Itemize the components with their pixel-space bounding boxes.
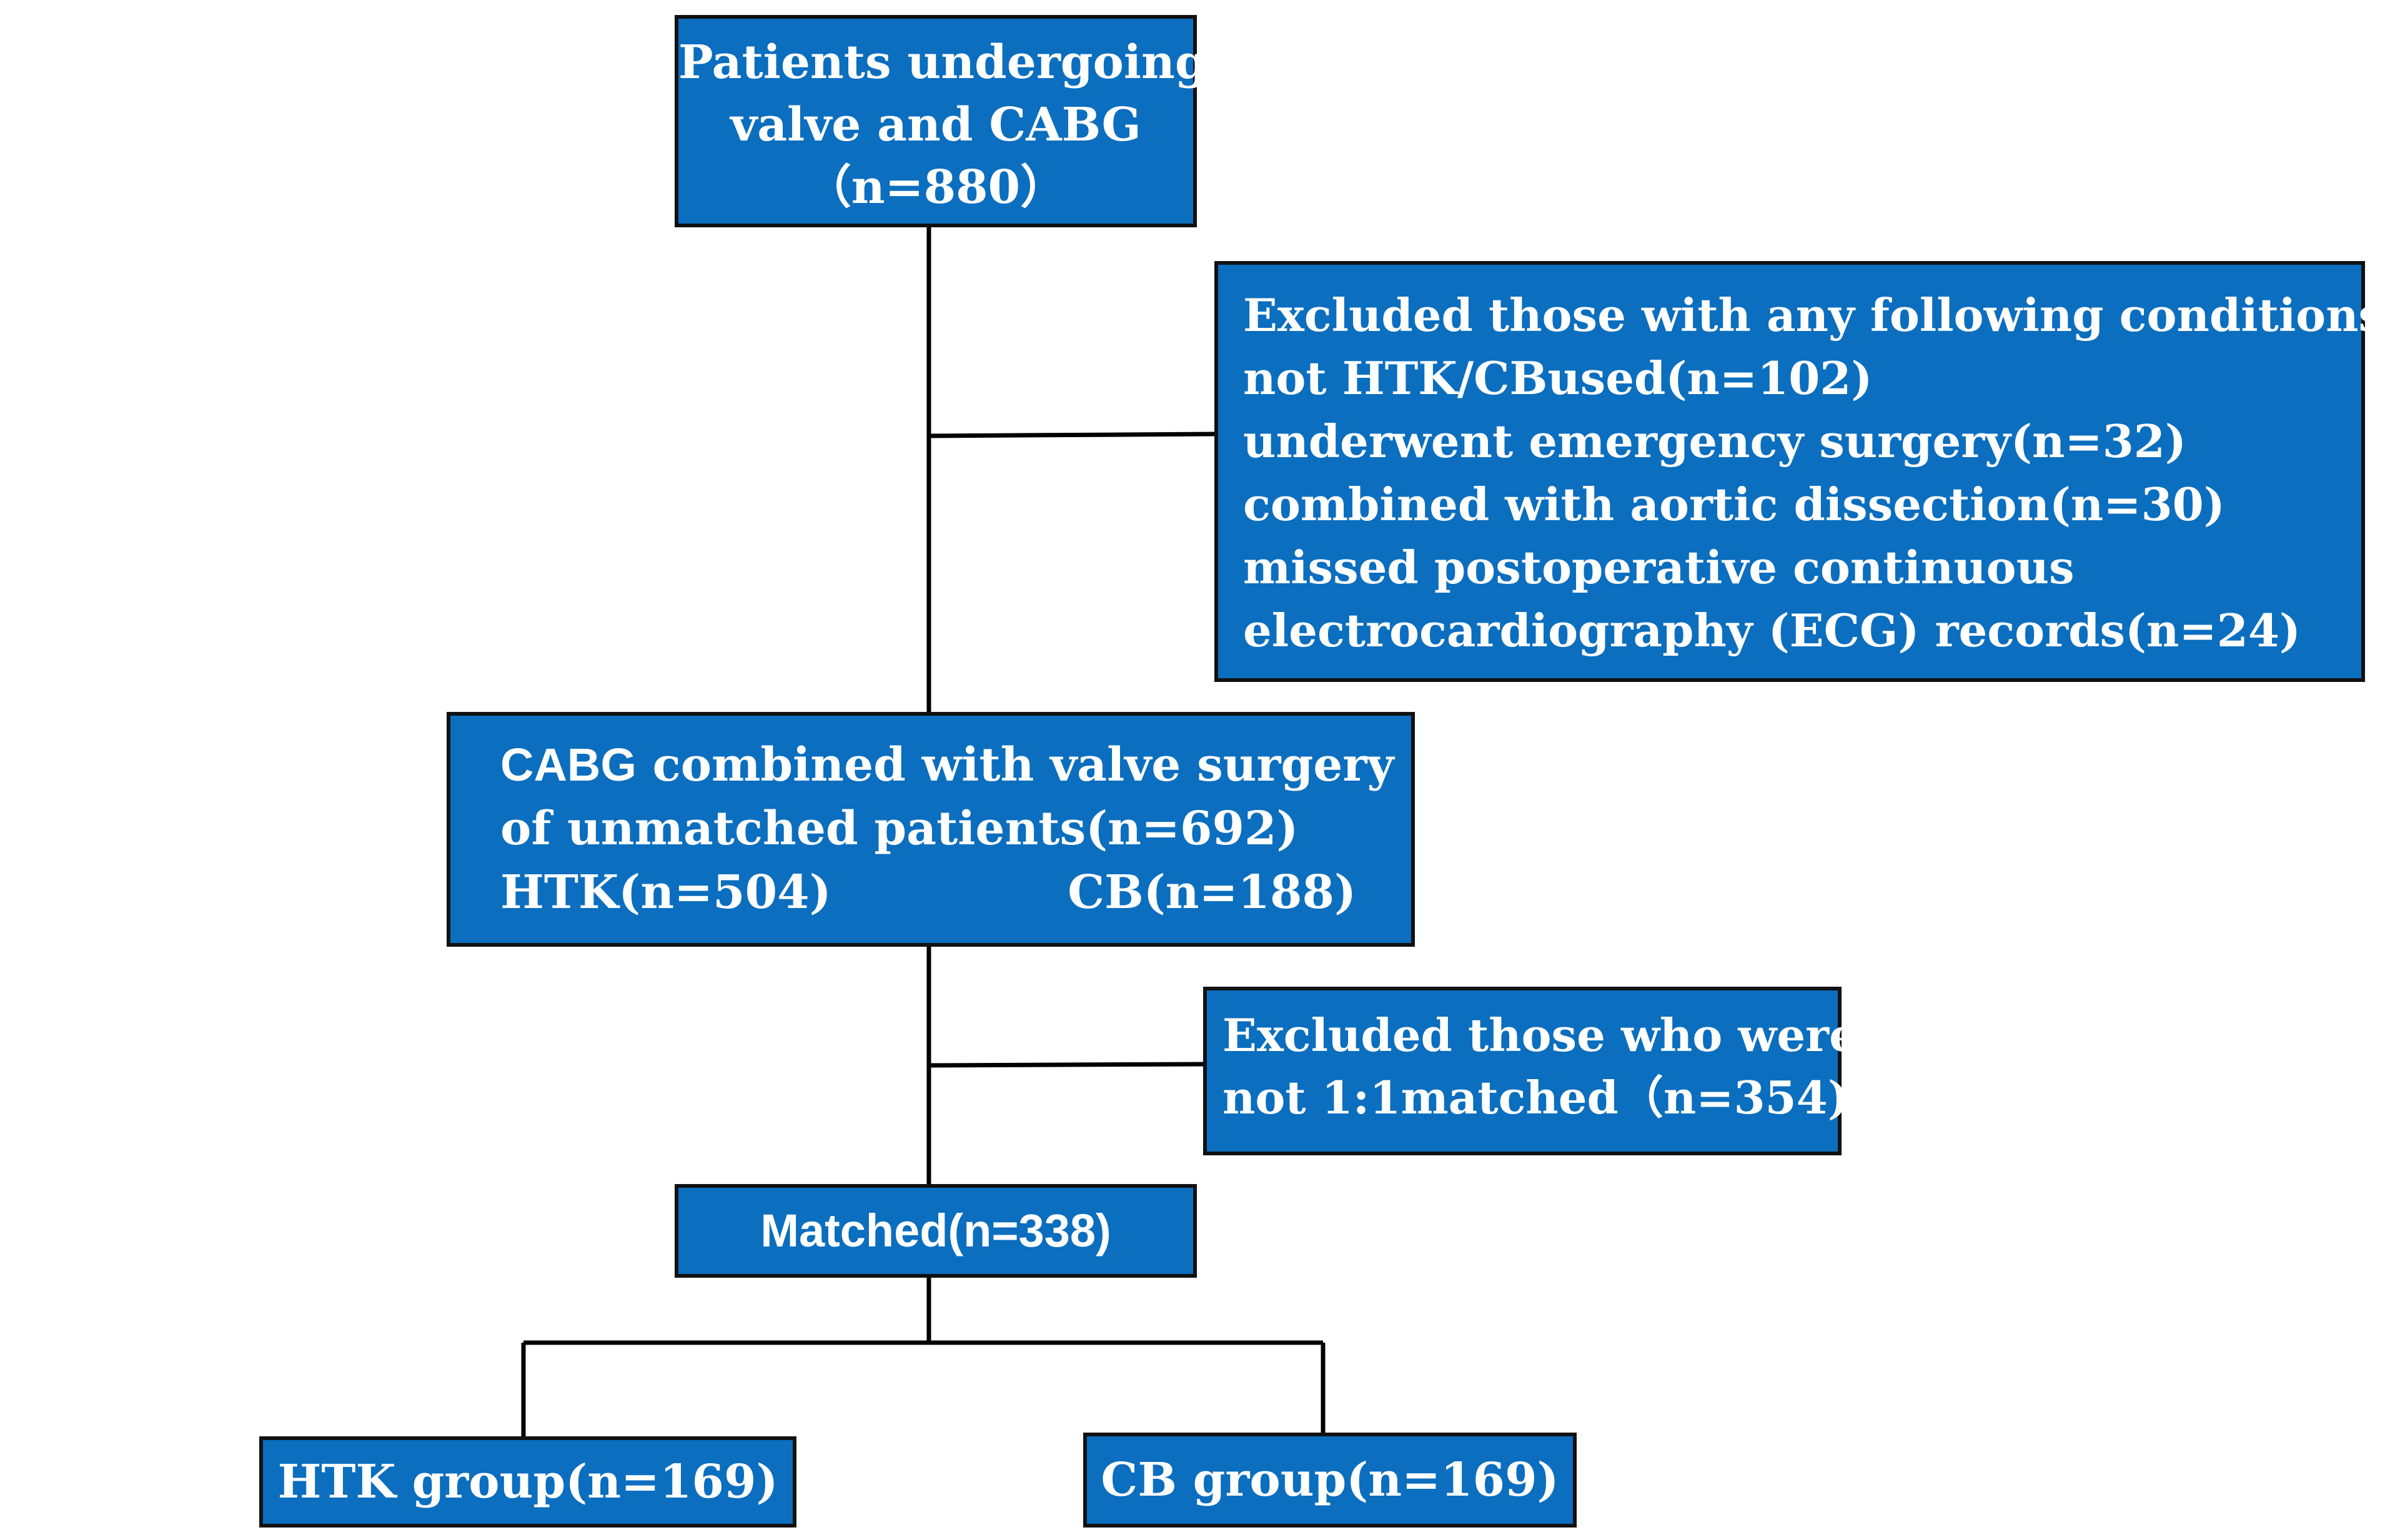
box-start-line-1: Patients undergoing xyxy=(678,36,1207,89)
box-exclusion-conditions: Excluded those with any following condit… xyxy=(1214,261,2390,682)
exclusion-1-item-2: underwent emergency surgery(n=32) xyxy=(1243,415,2186,468)
unmatched-line-2: of unmatched patients(n=692) xyxy=(500,802,1299,856)
box-start-line-3: （n=880） xyxy=(805,160,1067,214)
unmatched-htk-count: HTK(n=504) xyxy=(500,866,831,919)
box-htk-group: HTK group(n=169) xyxy=(259,1436,796,1528)
box-matched: Matched(n=338) xyxy=(675,1184,1197,1278)
htk-group-label: HTK group(n=169) xyxy=(277,1455,778,1509)
box-exclusion-not-matched: Excluded those who were not 1:1matched（n… xyxy=(1203,987,1858,1155)
exclusion-2-line-2: not 1:1matched（n=354) xyxy=(1222,1071,1849,1124)
unmatched-title: CABG combined with valve surgery xyxy=(500,733,1411,797)
exclusion-1-item-1: not HTK/CBused(n=102) xyxy=(1243,352,1873,405)
exclusion-1-item-3: combined with aortic dissection(n=30) xyxy=(1243,478,2225,531)
box-unmatched-patients: CABG combined with valve surgery of unma… xyxy=(447,712,1415,947)
unmatched-title-rest: combined with valve surgery xyxy=(636,738,1394,792)
unmatched-title-abbrev: CABG xyxy=(500,739,637,791)
cb-group-label: CB group(n=169) xyxy=(1101,1453,1559,1507)
connector-branch-to-exclusion-2 xyxy=(928,1062,1204,1068)
box-start-line-2: valve and CABG xyxy=(730,98,1141,152)
box-cb-group: CB group(n=169) xyxy=(1083,1433,1577,1528)
exclusion-1-heading: Excluded those with any following condit… xyxy=(1243,289,2390,342)
exclusion-1-item-4b: electrocardiography (ECG) records(n=24) xyxy=(1243,604,2301,657)
exclusion-2-line-1: Excluded those who were xyxy=(1222,1009,1858,1062)
unmatched-cb-count: CB(n=188) xyxy=(1068,866,1356,919)
connector-branch-to-exclusion-1 xyxy=(928,432,1215,438)
unmatched-group-counts: HTK(n=504) CB(n=188) xyxy=(500,861,1356,924)
box-patients-undergoing: Patients undergoing valve and CABG （n=88… xyxy=(675,15,1207,227)
exclusion-1-item-4a: missed postoperative continuous xyxy=(1243,541,2075,594)
matched-label: Matched(n=338) xyxy=(760,1205,1111,1256)
